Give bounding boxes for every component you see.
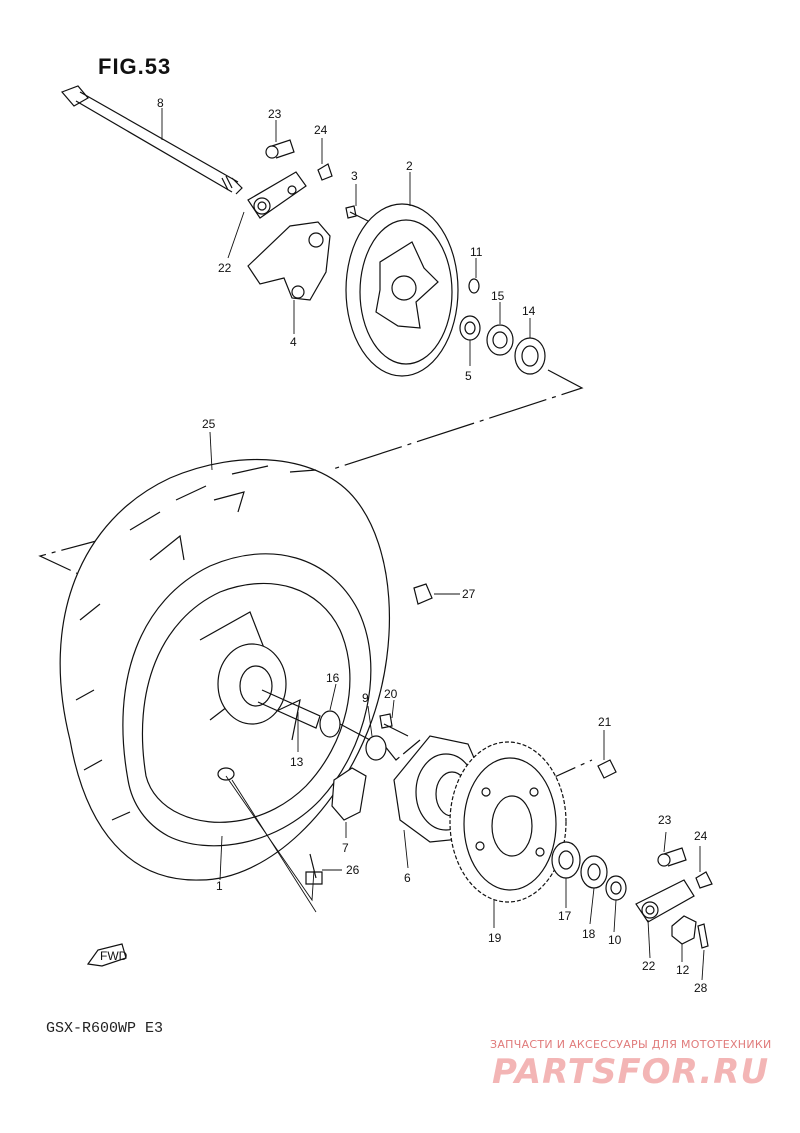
label-7: 7	[342, 841, 349, 855]
figure-title: FIG.53	[98, 54, 172, 79]
spacer-10	[605, 875, 627, 901]
label-24-bottom: 24	[694, 829, 708, 843]
forward-label: FWD	[100, 949, 128, 963]
label-9: 9	[362, 691, 369, 705]
label-28: 28	[694, 981, 708, 995]
disc-bolt	[345, 205, 371, 223]
chain-adjuster-bottom	[635, 879, 695, 923]
adjuster-bolt-bottom	[657, 847, 687, 867]
watermark-logo: PARTSFOR.RU	[492, 1052, 770, 1092]
clip-bottom	[695, 871, 713, 889]
chain-adjuster-top	[247, 171, 307, 219]
clip-top	[317, 163, 333, 181]
nut-27	[413, 583, 433, 605]
label-16: 16	[326, 671, 340, 685]
label-24-top: 24	[314, 123, 328, 137]
hub-bolt-20	[379, 713, 409, 737]
label-20: 20	[384, 687, 398, 701]
label-13: 13	[290, 755, 304, 769]
watermark-tagline: ЗАПЧАСТИ И АКСЕССУАРЫ ДЛЯ МОТОТЕХНИКИ	[490, 1038, 772, 1051]
axle-part	[60, 85, 243, 195]
cush-damper	[331, 767, 367, 821]
label-19: 19	[488, 931, 502, 945]
model-code: GSX-R600WP E3	[46, 1020, 164, 1037]
caliper-bracket	[247, 221, 331, 301]
label-26: 26	[346, 863, 360, 877]
brake-disc	[345, 203, 459, 377]
label-8: 8	[157, 96, 164, 110]
washer-11	[468, 278, 480, 294]
cotter-pin	[697, 923, 709, 949]
label-1: 1	[216, 879, 223, 893]
label-5: 5	[465, 369, 472, 383]
label-22-bottom: 22	[642, 959, 656, 973]
label-12: 12	[676, 963, 690, 977]
label-23-bottom: 23	[658, 813, 672, 827]
label-4: 4	[290, 335, 297, 349]
forward-arrow: FWD	[86, 943, 128, 967]
label-2: 2	[406, 159, 413, 173]
label-3: 3	[351, 169, 358, 183]
label-21: 21	[598, 715, 612, 729]
bearing-14	[514, 337, 546, 375]
label-27: 27	[462, 587, 476, 601]
label-17: 17	[558, 909, 572, 923]
label-22-top: 22	[218, 261, 232, 275]
label-25: 25	[202, 417, 216, 431]
axle-nut	[671, 915, 697, 945]
bearing-17	[551, 841, 581, 879]
label-6: 6	[404, 871, 411, 885]
seal-15	[486, 324, 514, 356]
label-10: 10	[608, 933, 622, 947]
label-11: 11	[470, 245, 483, 259]
label-18: 18	[582, 927, 596, 941]
axis-line-left	[38, 539, 105, 587]
label-14: 14	[522, 304, 536, 318]
leader-lines	[161, 108, 705, 981]
seal-18	[580, 855, 608, 889]
valve-stem	[305, 853, 323, 885]
rear-sprocket	[449, 741, 567, 903]
label-15: 15	[491, 289, 505, 303]
axis-line-top	[329, 369, 584, 471]
nut-21	[597, 759, 617, 779]
adjuster-bolt-top	[265, 139, 295, 159]
spacer-5	[459, 315, 481, 341]
part-number-labels: 8 23 24 3 2 22 11 15 14 5 4 25 27 16 20 …	[157, 96, 708, 995]
label-23-top: 23	[268, 107, 282, 121]
wheel-rim	[122, 553, 372, 847]
hub-spacers	[257, 689, 387, 761]
